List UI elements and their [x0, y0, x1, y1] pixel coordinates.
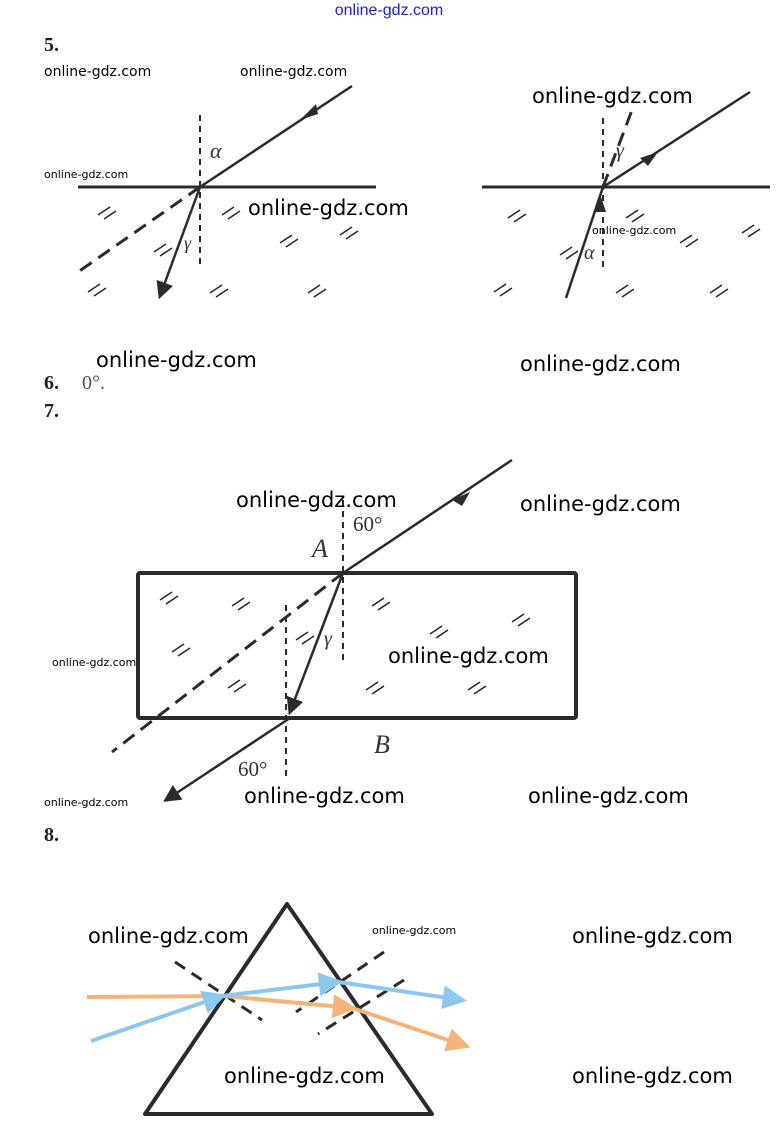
- p5-left-refracted-ray: [156, 186, 202, 300]
- watermark: online-gdz.com: [52, 656, 137, 669]
- watermark: online-gdz.com: [572, 924, 733, 948]
- watermark: online-gdz.com: [244, 784, 405, 808]
- watermark: online-gdz.com: [520, 492, 681, 516]
- watermark: online-gdz.com: [532, 84, 693, 108]
- p5-right-extension: [601, 109, 634, 188]
- p7-glass-plate: [136, 571, 578, 720]
- p5-left-extension: [77, 185, 201, 274]
- watermark: online-gdz.com: [528, 784, 689, 808]
- watermark: online-gdz.com: [44, 796, 129, 809]
- p8-normal-right-2: [317, 978, 405, 1036]
- p7-point-b: B: [374, 730, 390, 759]
- watermark: online-gdz.com: [236, 488, 397, 512]
- problem-8-number: 8.: [44, 824, 59, 846]
- watermark: online-gdz.com: [592, 224, 677, 237]
- watermark: online-gdz.com: [388, 644, 549, 668]
- p5-right-refracted-ray: [602, 90, 751, 189]
- p7-angle-bottom: 60°: [238, 757, 268, 781]
- p8-diagram: [86, 902, 471, 1116]
- p5-right-diagram: [482, 90, 770, 299]
- watermark: online-gdz.com: [520, 352, 681, 376]
- p7-extension: [111, 571, 344, 754]
- p7-emergent-ray: [163, 716, 291, 802]
- watermark: online-gdz.com: [44, 64, 152, 80]
- p5-right-hatching: [493, 209, 761, 298]
- p5-right-refracted-arrow: [640, 152, 658, 166]
- watermark: online-gdz.com: [240, 64, 348, 80]
- watermark: online-gdz.com: [88, 924, 249, 948]
- p5-right-gamma-label: γ: [616, 140, 624, 162]
- p5-left-incident-ray: [199, 84, 353, 189]
- problem-6-number: 6.: [44, 372, 59, 394]
- p5-left-alpha-label: α: [210, 138, 222, 163]
- p7-incident-arrow: [452, 492, 470, 506]
- p5-right-incident-arrow: [594, 194, 606, 212]
- watermark: online-gdz.com: [572, 1064, 733, 1088]
- watermark: online-gdz.com: [372, 924, 457, 937]
- problem-6-answer: 0°.: [82, 372, 105, 394]
- p5-right-alpha-label: α: [584, 242, 595, 264]
- p7-diagram: [111, 458, 578, 802]
- watermark: online-gdz.com: [224, 1064, 385, 1088]
- p8-normal-right-1: [295, 950, 385, 1014]
- p8-normal-left: [174, 960, 263, 1022]
- problem-5-number: 5.: [44, 34, 59, 56]
- p7-hatching: [159, 591, 531, 695]
- p7-refracted-ray: [286, 572, 345, 716]
- watermark: online-gdz.com: [44, 168, 129, 181]
- p5-left-gamma-label: γ: [184, 233, 192, 253]
- problem-7-number: 7.: [44, 400, 59, 422]
- p7-gamma-label: γ: [324, 628, 332, 650]
- p8-blue-ray: [90, 972, 467, 1043]
- watermark: online-gdz.com: [248, 196, 409, 220]
- p5-left-diagram: [77, 84, 376, 300]
- site-link[interactable]: online-gdz.com: [334, 2, 444, 19]
- p7-point-a: A: [312, 534, 328, 563]
- watermark: online-gdz.com: [96, 348, 257, 372]
- p7-angle-top: 60°: [353, 512, 383, 536]
- p5-left-incident-arrow: [300, 104, 318, 120]
- p7-incident-ray: [342, 458, 513, 575]
- p5-left-hatching: [87, 206, 359, 298]
